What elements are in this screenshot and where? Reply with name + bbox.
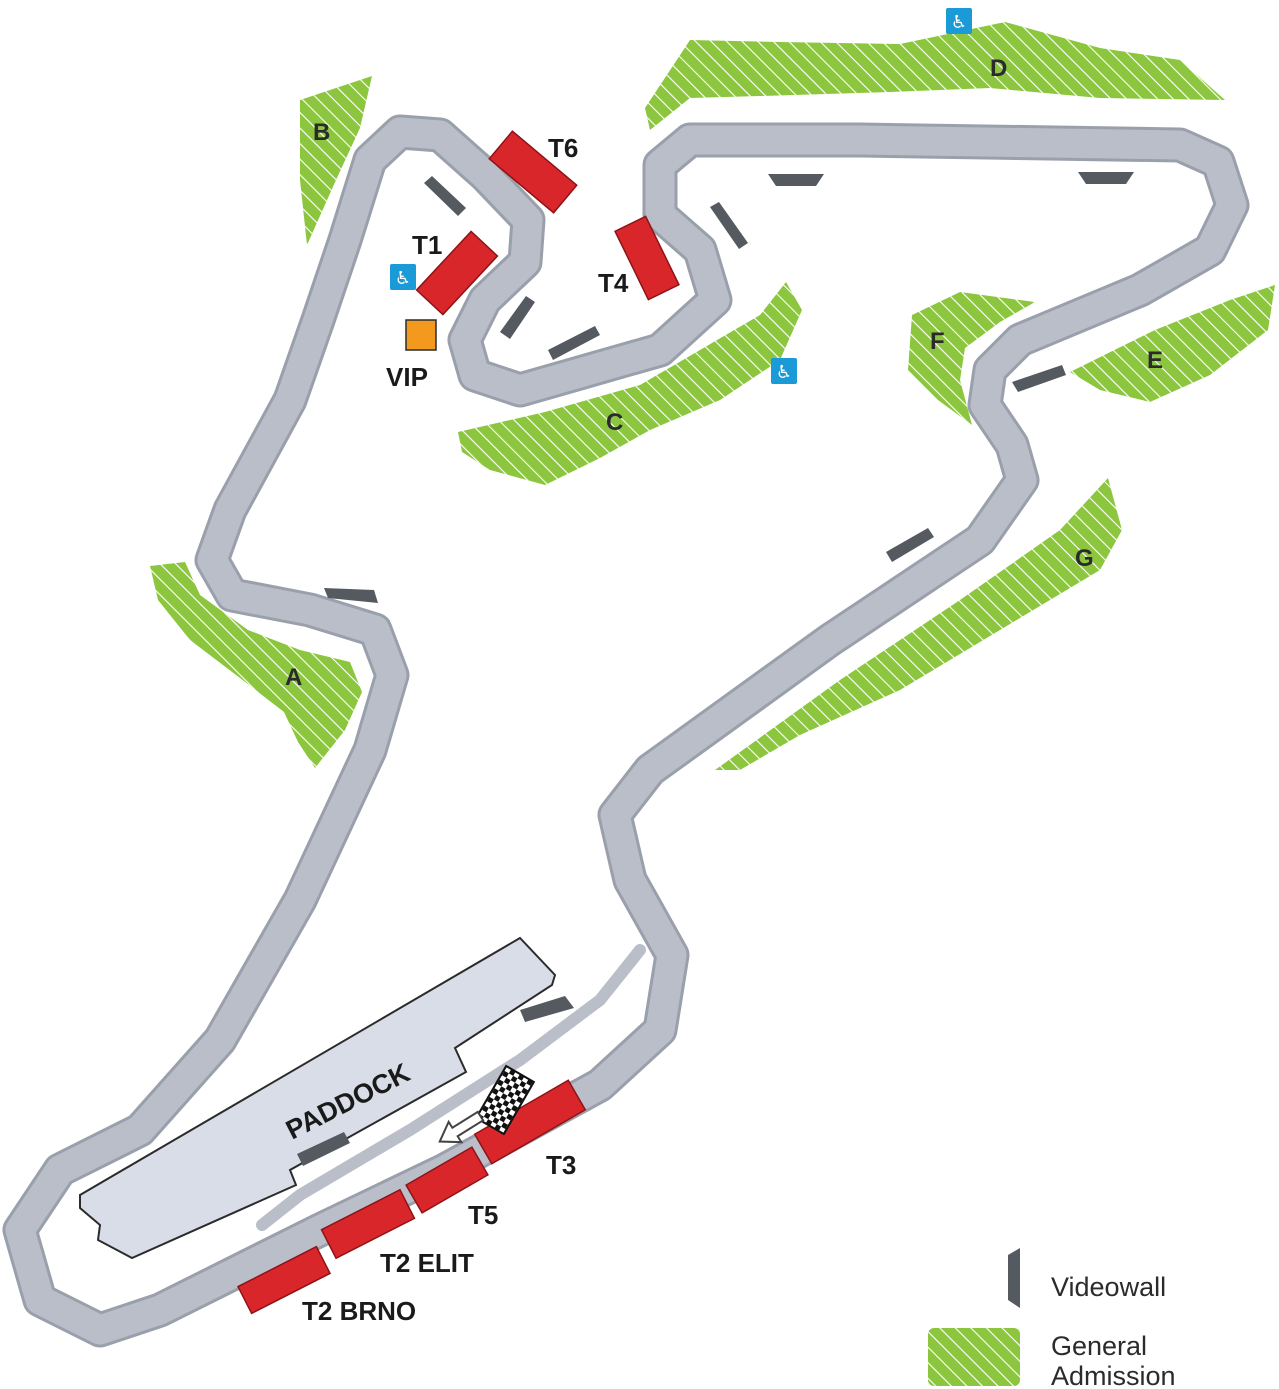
videowall-marker (1078, 172, 1134, 184)
wheelchair-icon: ♿ (390, 264, 416, 290)
legend-videowall-swatch (1008, 1248, 1020, 1308)
zone-label-f: F (930, 328, 945, 355)
zone-e-area[interactable] (1070, 285, 1275, 402)
svg-text:♿: ♿ (776, 362, 792, 383)
videowall-marker (1012, 365, 1066, 392)
videowall-marker (324, 588, 378, 603)
pit-lane (256, 944, 646, 1231)
grandstand-t2-elit[interactable] (320, 1188, 416, 1260)
zone-label-g: G (1075, 545, 1094, 572)
grandstand-t2-brno[interactable] (236, 1245, 332, 1315)
grandstand-label-t2-elit: T2 ELIT (380, 1248, 474, 1278)
videowalls (297, 172, 1134, 1166)
checkered-flag-icon (474, 1064, 536, 1136)
videowall-marker (548, 326, 600, 360)
videowall-marker (768, 174, 824, 186)
grandstand-t3[interactable] (473, 1079, 587, 1165)
wheelchair-icon: ♿ (946, 8, 972, 34)
zone-labels: B D C F E G A (285, 55, 1163, 691)
grandstand-label-t1: T1 (412, 230, 442, 260)
zone-label-b: B (313, 119, 330, 146)
grandstand-label-t4: T4 (598, 268, 629, 298)
vip-area[interactable] (405, 319, 437, 351)
legend: Videowall General Admission (928, 1248, 1176, 1389)
grandstand-label-t6: T6 (548, 133, 578, 163)
grandstand-t4[interactable] (614, 215, 680, 301)
wheelchair-icon: ♿ (771, 358, 797, 384)
videowall-marker (710, 202, 748, 249)
legend-videowall-label: Videowall (1051, 1272, 1166, 1302)
zone-label-c: C (606, 409, 623, 436)
videowall-marker (500, 296, 535, 339)
videowall-marker (520, 996, 574, 1022)
arrow-left-icon (438, 1110, 485, 1144)
zone-label-d: D (990, 55, 1007, 82)
videowall-marker (424, 176, 466, 216)
zone-label-a: A (285, 664, 302, 691)
grandstands (236, 130, 680, 1315)
grandstand-label-t2-brno: T2 BRNO (302, 1296, 416, 1326)
zone-d-area[interactable] (645, 22, 1225, 130)
vip-label: VIP (386, 362, 428, 392)
legend-general-admission-swatch (928, 1328, 1020, 1386)
grandstand-t1[interactable] (415, 230, 499, 316)
videowall-marker (886, 528, 934, 562)
zone-c-area[interactable] (458, 282, 802, 485)
grandstand-t6[interactable] (488, 130, 578, 214)
svg-text:♿: ♿ (395, 268, 411, 289)
grandstand-labels: T6 T1 T4 VIP T3 T5 T2 ELIT T2 BRNO (302, 133, 629, 1326)
paddock-area[interactable] (79, 936, 557, 1260)
general-admission-zones (150, 22, 1275, 770)
svg-text:♿: ♿ (951, 12, 967, 33)
videowall-marker (297, 1132, 350, 1166)
zone-a-area[interactable] (150, 562, 362, 768)
grandstand-label-t3: T3 (546, 1150, 576, 1180)
grandstand-label-t5: T5 (468, 1200, 498, 1230)
zone-b-area[interactable] (300, 76, 372, 245)
legend-general-admission-label: General (1051, 1331, 1147, 1361)
grandstand-t5[interactable] (405, 1146, 489, 1214)
zone-g-area[interactable] (715, 478, 1122, 770)
zone-f-area[interactable] (908, 292, 1035, 425)
zone-label-e: E (1147, 347, 1163, 374)
legend-general-admission-label-2: Admission (1051, 1361, 1176, 1389)
race-track (2, 114, 1250, 1348)
